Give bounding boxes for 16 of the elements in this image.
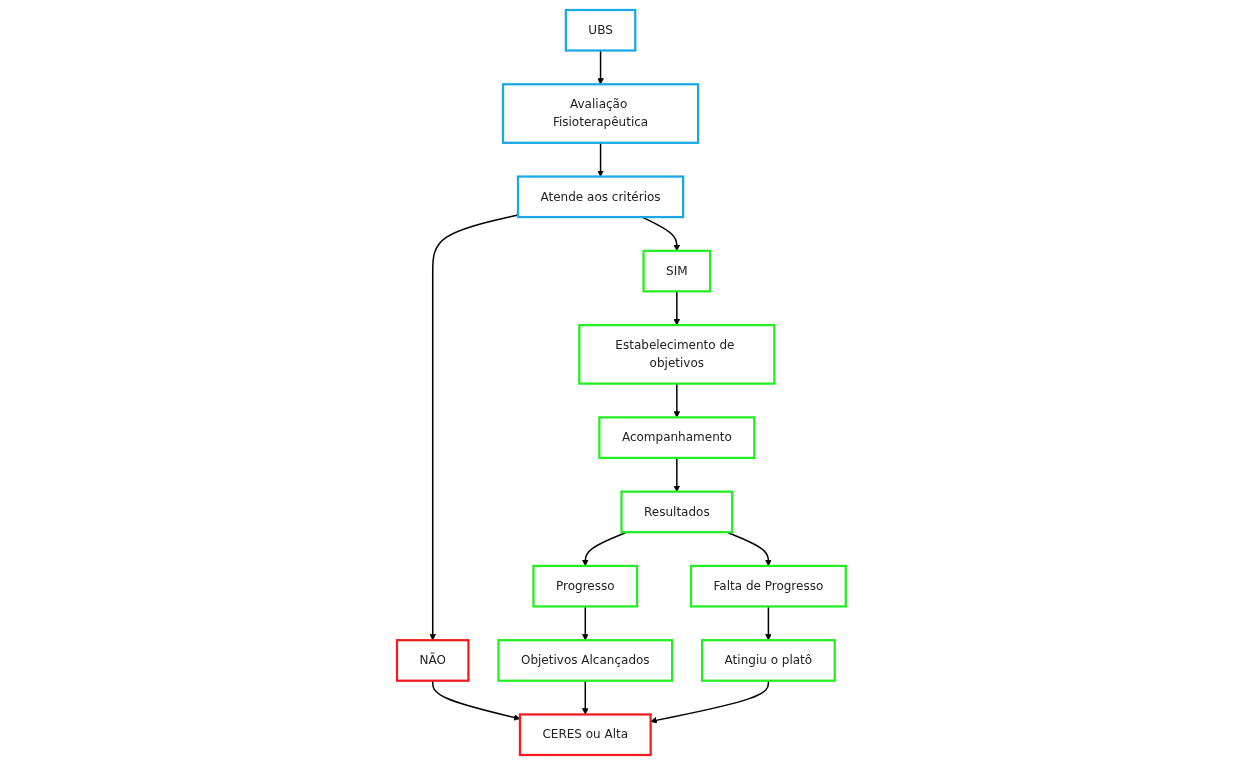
node-box: CERES ou Alta bbox=[518, 713, 652, 757]
node-box: Acompanhamento bbox=[598, 416, 756, 459]
node-box: Resultados bbox=[620, 490, 734, 534]
node-box: Progresso bbox=[532, 564, 639, 608]
node-box: SIM bbox=[642, 249, 712, 293]
node-box: Avaliação Fisioterapêutica bbox=[502, 83, 700, 144]
arrow bbox=[597, 142, 604, 177]
arrow bbox=[429, 214, 519, 641]
node-box: UBS bbox=[564, 8, 637, 52]
arrow bbox=[673, 457, 681, 492]
node-box: Atende aos critérios bbox=[516, 175, 685, 219]
node-box: NÃO bbox=[395, 639, 470, 682]
node-box: Objetivos Alcançados bbox=[497, 639, 674, 682]
node-box: Atingiu o platô bbox=[701, 639, 836, 682]
node-box: Estabelecimento de objetivos bbox=[578, 323, 776, 385]
node-box: Falta de Progresso bbox=[689, 564, 847, 608]
